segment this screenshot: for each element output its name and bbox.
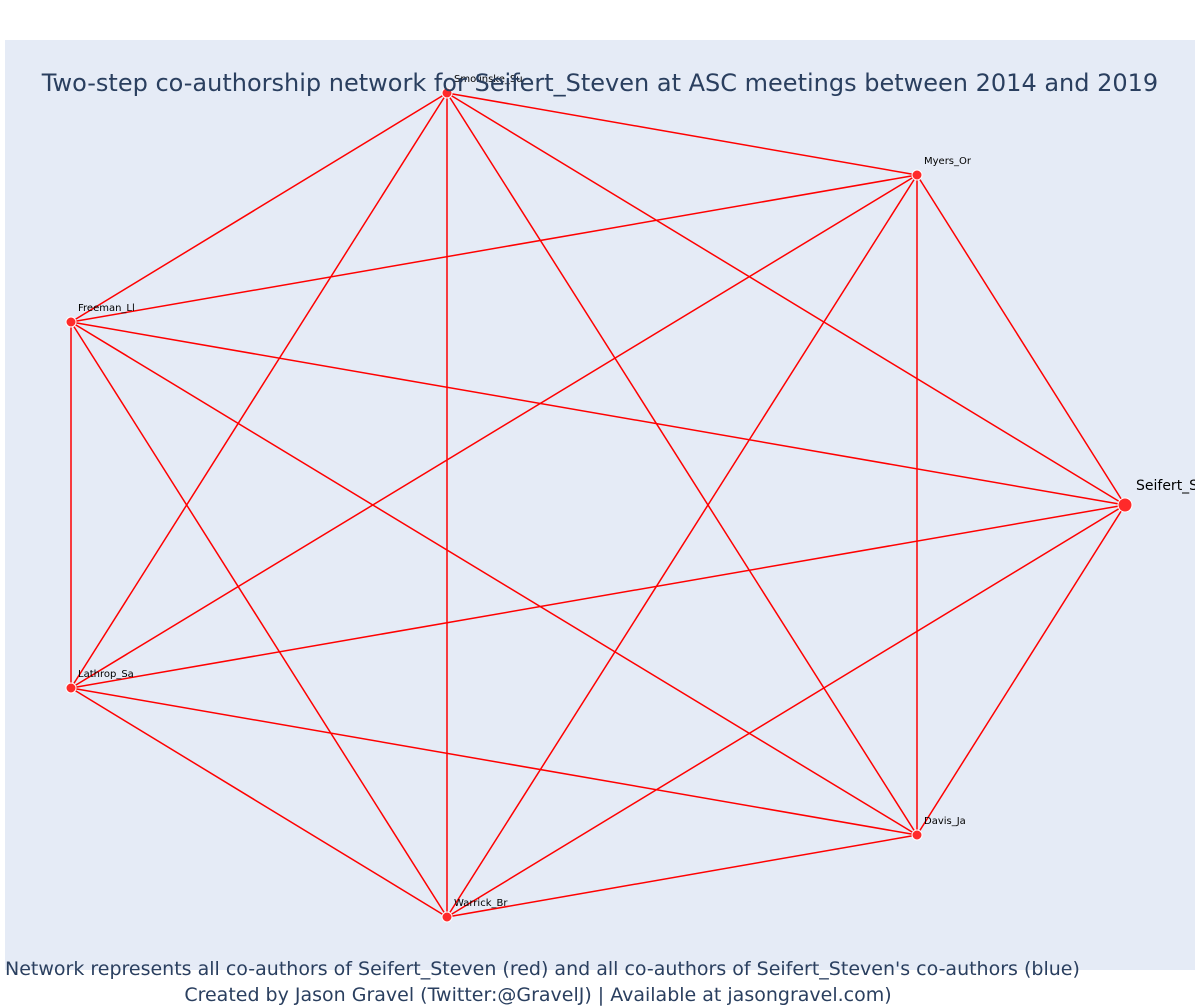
node-label-myers: Myers_Or xyxy=(924,156,972,167)
edge-lathrop-davis xyxy=(70,687,918,836)
node-label-freeman: Freeman_Ll xyxy=(78,303,135,314)
nodes-layer xyxy=(65,87,1133,923)
edge-smolinske-freeman xyxy=(70,92,448,323)
edge-lathrop-warrick xyxy=(70,687,448,918)
node-label-seifert: Seifert_S xyxy=(1136,478,1195,494)
edge-smolinske-seifert xyxy=(446,92,1126,506)
node-label-lathrop: Lathrop_Sa xyxy=(78,669,134,680)
edge-myers-freeman xyxy=(70,174,918,323)
node-davis[interactable] xyxy=(911,829,923,841)
node-warrick[interactable] xyxy=(441,911,453,923)
edge-seifert-davis xyxy=(916,504,1126,836)
node-seifert[interactable] xyxy=(1117,497,1133,513)
edge-freeman-davis xyxy=(70,321,918,836)
node-myers[interactable] xyxy=(911,169,923,181)
edge-myers-lathrop xyxy=(70,174,918,689)
node-smolinske[interactable] xyxy=(441,87,453,99)
edge-davis-warrick xyxy=(446,834,918,918)
edge-smolinske-lathrop xyxy=(70,92,448,689)
edge-myers-warrick xyxy=(446,174,918,918)
edge-freeman-seifert xyxy=(70,321,1126,506)
node-lathrop[interactable] xyxy=(65,682,77,694)
edge-freeman-warrick xyxy=(70,321,448,918)
node-label-davis: Davis_Ja xyxy=(924,816,966,827)
chart-title: Two-step co-authorship network for Seife… xyxy=(41,69,1159,97)
edge-myers-seifert xyxy=(916,174,1126,506)
edge-seifert-lathrop xyxy=(70,504,1126,689)
edges-layer xyxy=(70,92,1126,918)
footer-note-line1: Network represents all co-authors of Sei… xyxy=(5,958,1080,980)
node-freeman[interactable] xyxy=(65,316,77,328)
node-label-smolinske: Smolinske_Su xyxy=(454,74,523,85)
edge-smolinske-davis xyxy=(446,92,918,836)
footer-note-line2: Created by Jason Gravel (Twitter:@Gravel… xyxy=(184,984,892,1006)
edge-smolinske-myers xyxy=(446,92,918,176)
node-label-warrick: Warrick_Br xyxy=(454,898,508,909)
edge-seifert-warrick xyxy=(446,504,1126,918)
